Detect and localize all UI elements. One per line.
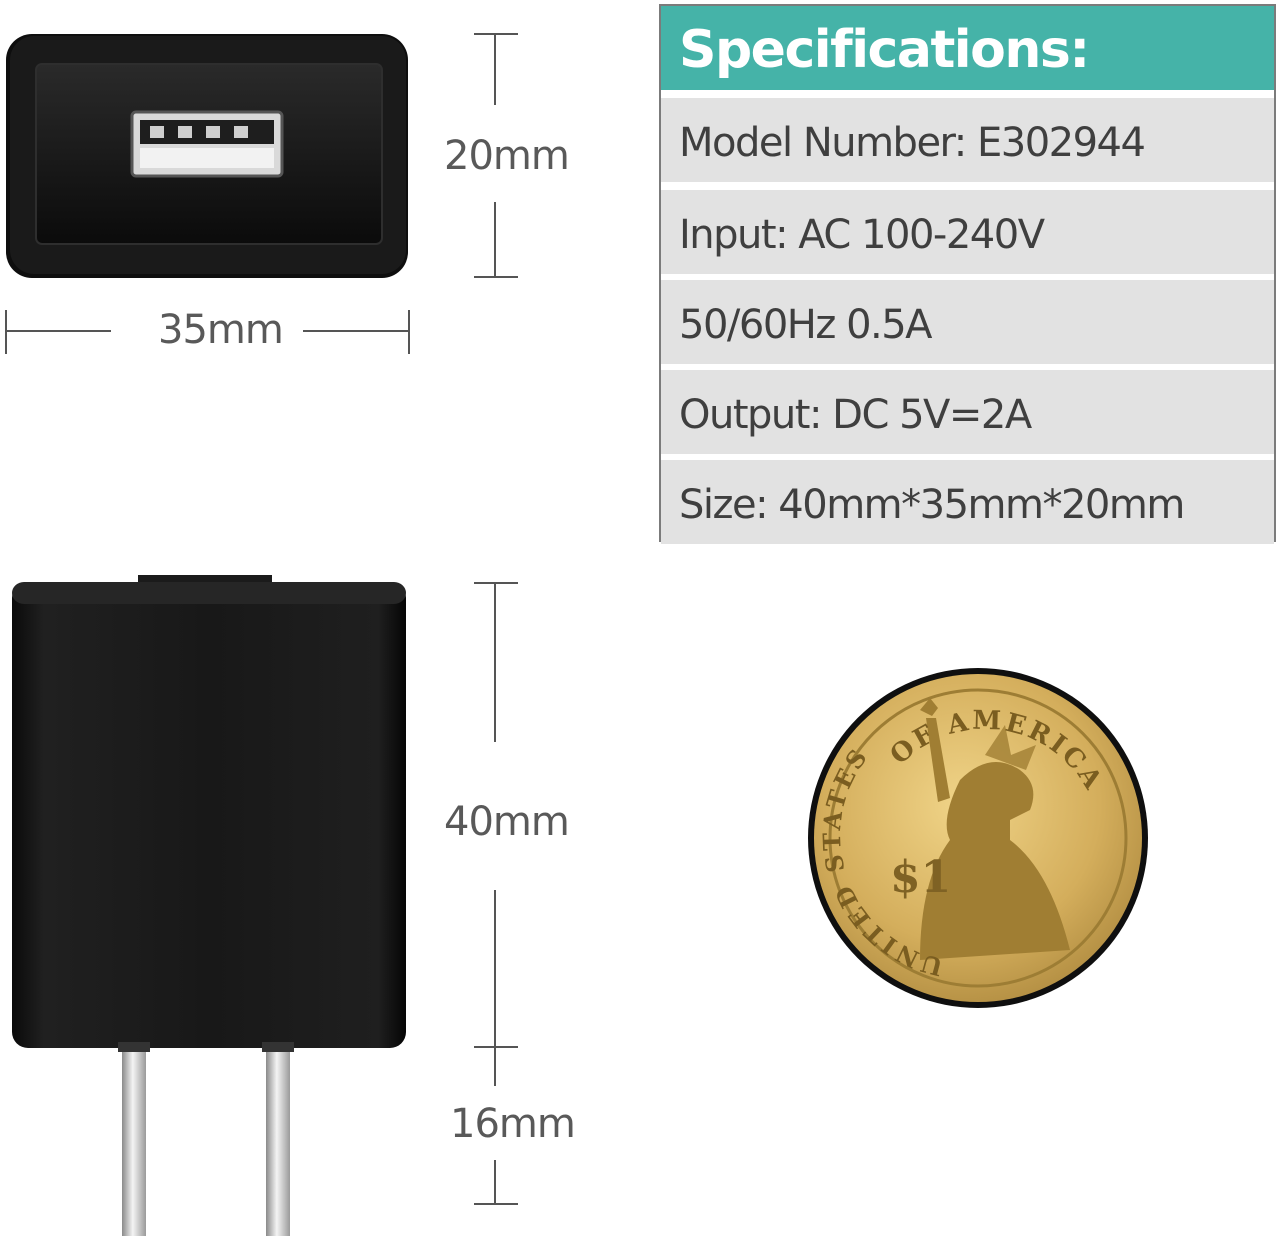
spec-model-number: Model Number: E302944: [679, 120, 1146, 166]
spec-row-size: Size: 40mm*35mm*20mm: [661, 460, 1274, 544]
dim-40mm-label: 40mm: [444, 799, 570, 845]
dim-35mm-line-left: [5, 330, 111, 332]
specifications-title: Specifications:: [679, 20, 1090, 80]
dim-35mm-left-tick: [5, 310, 7, 354]
dollar-coin-image: $1 OF AMERICA UNITED STATES: [808, 668, 1148, 1008]
dim-35mm-line-right: [303, 330, 410, 332]
charger-top-view: [6, 34, 408, 278]
dim-40mm-bottom-tick: [474, 1046, 518, 1048]
dim-20mm-line-upper: [494, 33, 496, 105]
spec-row-input: Input: AC 100-240V: [661, 190, 1274, 274]
spec-row-frequency: 50/60Hz 0.5A: [661, 280, 1274, 364]
spec-row-output: Output: DC 5V=2A: [661, 370, 1274, 454]
spec-row-model: Model Number: E302944: [661, 98, 1274, 182]
specifications-header: Specifications:: [661, 6, 1274, 90]
dim-20mm-line-lower: [494, 202, 496, 277]
dim-20mm-bottom-tick: [474, 276, 518, 278]
spec-size: Size: 40mm*35mm*20mm: [679, 482, 1185, 528]
usb-port-icon: [130, 110, 284, 178]
dim-35mm-label: 35mm: [158, 307, 284, 353]
specifications-table: Specifications: Model Number: E302944 In…: [659, 4, 1276, 544]
charger-front-view: [12, 575, 406, 1236]
dim-16mm-bottom-tick: [474, 1203, 518, 1205]
spec-input: Input: AC 100-240V: [679, 212, 1045, 258]
dim-20mm-top-tick: [474, 33, 518, 35]
statue-of-liberty-icon: [920, 698, 1070, 960]
spec-frequency: 50/60Hz 0.5A: [679, 302, 933, 348]
dim-16mm-line-upper: [494, 1046, 496, 1086]
prong-left-icon: [122, 1046, 146, 1236]
coin-value: $1: [890, 852, 951, 903]
dim-16mm-line-lower: [494, 1160, 496, 1204]
spec-output: Output: DC 5V=2A: [679, 392, 1032, 438]
dim-40mm-top-tick: [474, 582, 518, 584]
dim-20mm-label: 20mm: [444, 133, 570, 179]
prong-right-icon: [266, 1046, 290, 1236]
dim-40mm-line-upper: [494, 582, 496, 742]
dim-35mm-right-tick: [408, 310, 410, 354]
dim-16mm-label: 16mm: [450, 1101, 576, 1147]
dim-40mm-line-lower: [494, 890, 496, 1047]
